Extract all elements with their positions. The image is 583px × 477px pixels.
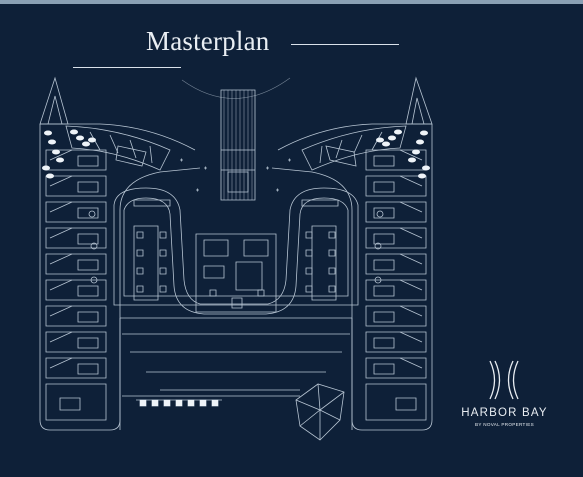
brand-name: HARBOR BAY — [461, 407, 548, 419]
title-rule-left — [73, 67, 181, 68]
harbor-bay-logo-icon — [489, 360, 519, 400]
title-rule-right — [291, 44, 399, 45]
brand-tagline: BY NOVAL PROPERTIES — [475, 422, 534, 427]
page-title: Masterplan — [146, 26, 270, 56]
top-accent-bar — [0, 0, 583, 4]
